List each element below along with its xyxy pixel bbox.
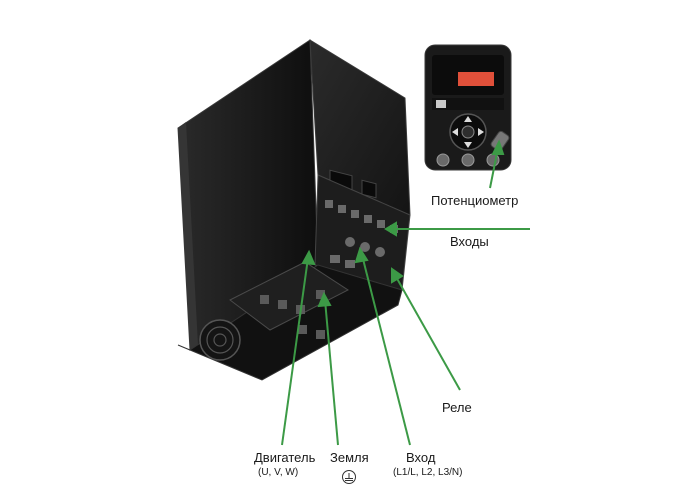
front-window-2 xyxy=(361,179,377,199)
motor-terminal-block xyxy=(229,261,349,331)
drive-side-edge xyxy=(178,122,198,350)
label-relay: Реле xyxy=(442,400,472,415)
leader-relay xyxy=(394,274,461,391)
keypad-menu-button xyxy=(436,100,446,108)
fan-grille xyxy=(199,319,241,361)
arrowhead-ground-icon xyxy=(317,291,332,308)
ground-symbol-icon xyxy=(342,470,356,484)
label-motor: Двигатель xyxy=(254,450,316,465)
keypad-right-arrow-icon xyxy=(478,128,484,136)
label-inputs: Входы xyxy=(450,234,489,249)
leader-ground xyxy=(324,299,339,446)
leader-motor xyxy=(281,257,309,446)
keypad-button-row xyxy=(432,98,504,110)
arrowhead-potentiometer-icon xyxy=(491,139,505,155)
keypad-display xyxy=(458,72,494,86)
keypad-down-arrow-icon xyxy=(464,142,472,148)
keypad-ok-button xyxy=(461,125,475,139)
keypad-hand-on-button xyxy=(436,153,450,167)
label-ground: Земля xyxy=(330,450,369,465)
label-input-terminals: (L1/L, L2, L3/N) xyxy=(393,467,463,478)
keypad-up-arrow-icon xyxy=(464,116,472,122)
arrowhead-input-icon xyxy=(354,246,369,264)
arrowhead-inputs-icon xyxy=(384,221,397,237)
drive-unit xyxy=(177,39,411,381)
keypad-left-arrow-icon xyxy=(452,128,458,136)
keypad xyxy=(424,44,512,171)
label-input: Вход xyxy=(406,450,436,465)
keypad-off-reset-button xyxy=(461,153,475,167)
arrowhead-relay-icon xyxy=(391,267,404,284)
leader-input xyxy=(361,254,411,446)
label-potentiometer: Потенциометр xyxy=(431,193,519,208)
terminal-screws xyxy=(325,200,398,268)
arrowhead-motor-icon xyxy=(301,249,316,266)
label-motor-terminals: (U, V, W) xyxy=(258,467,299,478)
leader-lines xyxy=(281,139,530,446)
